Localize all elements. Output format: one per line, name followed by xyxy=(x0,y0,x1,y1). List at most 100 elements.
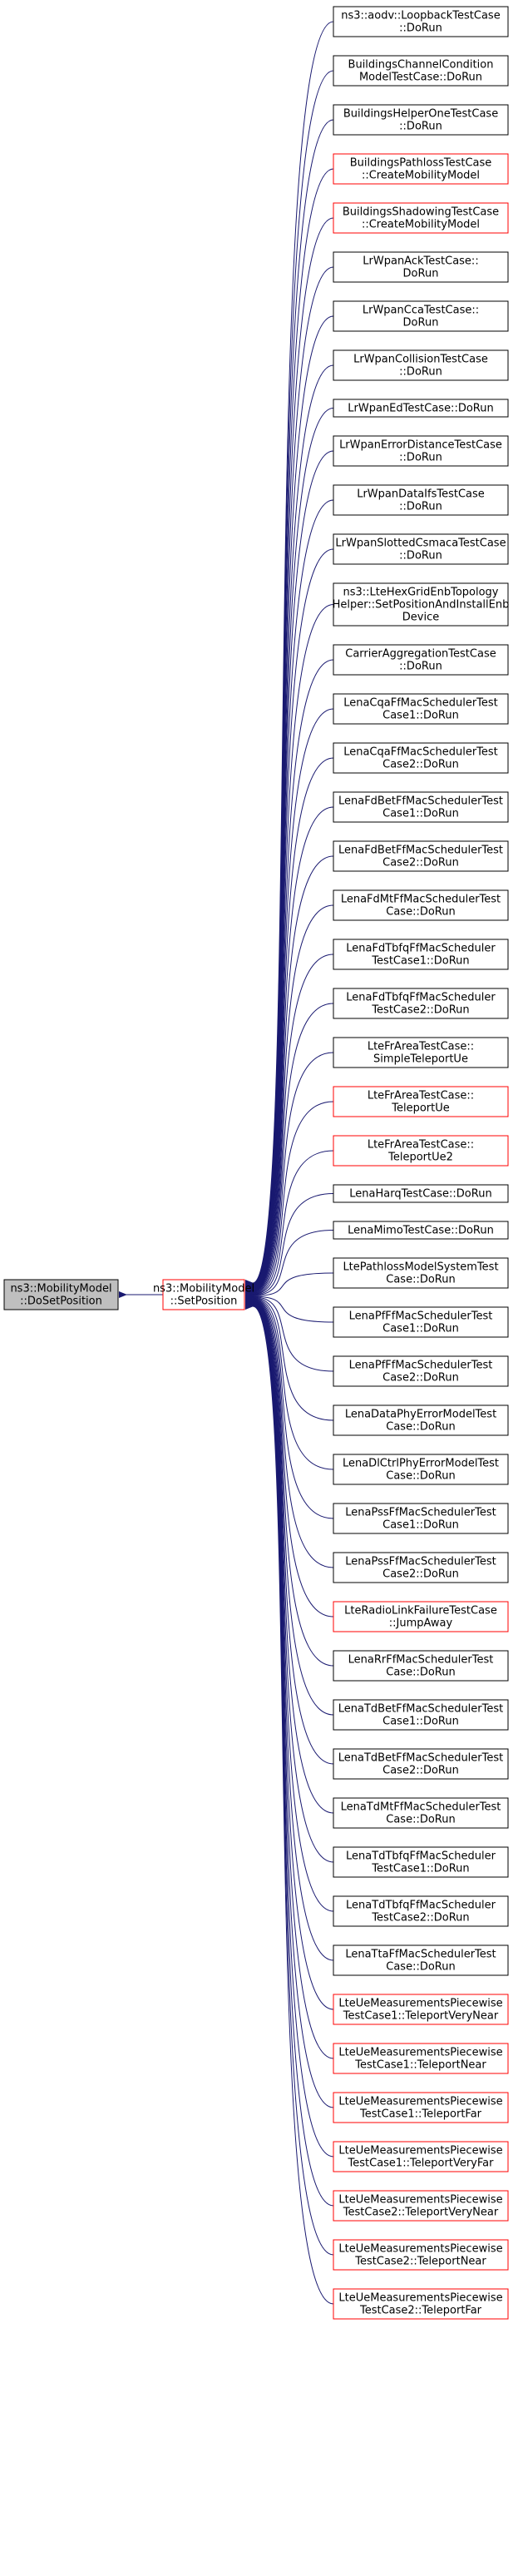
caller-node-lteuemeasurementspiecewise-testcase2-teleportverynear[interactable]: LteUeMeasurementsPiecewiseTestCase2::Tel… xyxy=(333,2190,509,2222)
caller-node-lenapfffmacschedulertest-case2-dorun-box xyxy=(333,1355,509,1387)
caller-node-lteuemeasurementspiecewise-testcase2-teleportfar[interactable]: LteUeMeasurementsPiecewiseTestCase2::Tel… xyxy=(333,2288,509,2320)
caller-node-ltepathlossmodelsystemtest-case-dorun-label: LtePathlossModelSystemTest xyxy=(343,1261,498,1274)
caller-node-lenacqaffmacschedulertest-case2-dorun-label: LenaCqaFfMacSchedulerTest xyxy=(343,746,498,759)
caller-node-buildingsshadowingtestcase-createmobilitymodel[interactable]: BuildingsShadowingTestCase::CreateMobili… xyxy=(333,202,509,234)
call-edge xyxy=(244,217,334,1289)
do-set-position-node[interactable]: ns3::MobilityModel::DoSetPosition xyxy=(3,1279,119,1310)
caller-node-lrwpanacktestcase-dorun[interactable]: LrWpanAckTestCase::DoRun xyxy=(333,251,509,283)
caller-node-lenadataphyerrormodeltest-case-dorun-label: LenaDataPhyErrorModelTest xyxy=(345,1409,496,1421)
caller-node-lenattaffmacschedulertest-case-dorun-label: LenaTtaFfMacSchedulerTest xyxy=(345,1949,496,1961)
caller-node-lrwpanccatestcase-dorun[interactable]: LrWpanCcaTestCase::DoRun xyxy=(333,300,509,332)
caller-node-lteuemeasurementspiecewise-testcase2-teleportnear[interactable]: LteUeMeasurementsPiecewiseTestCase2::Tel… xyxy=(333,2239,509,2271)
caller-node-lteuemeasurementspiecewise-testcase1-teleportverynear-label: TestCase1::TeleportVeryNear xyxy=(343,2010,499,2023)
set-position-node[interactable]: ns3::MobilityModel::SetPosition xyxy=(153,1279,254,1310)
caller-node-lrwpanslottedcsmacatestcase-dorun-label: LrWpanSlottedCsmacaTestCase xyxy=(335,537,506,550)
caller-node-lrwpanerrordistancetestcase-dorun[interactable]: LrWpanErrorDistanceTestCase::DoRun xyxy=(333,435,509,467)
caller-node-lrwpandataifstestcase-dorun-label: LrWpanDataIfsTestCase xyxy=(357,488,485,501)
caller-node-lrwpancollisiontestcase-dorun-box xyxy=(333,349,509,381)
caller-node-buildingschannelcondition-modeltestcase-dorun[interactable]: BuildingsChannelConditionModelTestCase::… xyxy=(333,55,509,87)
caller-node-lteuemeasurementspiecewise-testcase2-teleportverynear-label: TestCase2::TeleportVeryNear xyxy=(343,2207,499,2219)
call-edge xyxy=(244,548,334,1292)
caller-node-lenafdbetffmacschedulertest-case2-dorun-box xyxy=(333,840,509,872)
caller-node-buildingspathlosstestcase-createmobilitymodel[interactable]: BuildingsPathlossTestCase::CreateMobilit… xyxy=(333,153,509,185)
caller-node-lteradiolinkfailuretestcase-jumpaway-label: ::JumpAway xyxy=(389,1617,453,1630)
caller-node-buildingschannelcondition-modeltestcase-dorun-label: ModelTestCase::DoRun xyxy=(359,72,482,84)
call-edge xyxy=(244,1101,334,1298)
caller-node-lrwpanslottedcsmacatestcase-dorun[interactable]: LrWpanSlottedCsmacaTestCase::DoRun xyxy=(333,533,509,565)
caller-node-buildingsshadowingtestcase-createmobilitymodel-box xyxy=(333,202,509,234)
call-edge xyxy=(244,1295,334,1568)
caller-node-ltefrareatestcase-teleportue2[interactable]: LteFrAreaTestCase::TeleportUe2 xyxy=(333,1135,509,1167)
caller-node-ns3-ltehexgridenbtopology-helper-setpositionandinstallenb-device[interactable]: ns3::LteHexGridEnbTopologyHelper::SetPos… xyxy=(333,582,510,627)
caller-node-lteuemeasurementspiecewise-testcase1-teleportnear[interactable]: LteUeMeasurementsPiecewiseTestCase1::Tel… xyxy=(333,2043,509,2074)
caller-node-lteuemeasurementspiecewise-testcase1-teleportfar[interactable]: LteUeMeasurementsPiecewiseTestCase1::Tel… xyxy=(333,2092,509,2123)
call-edge xyxy=(244,708,334,1294)
caller-node-lenatdmtffmacschedulertest-case-dorun-label: LenaTdMtFfMacSchedulerTest xyxy=(341,1801,501,1814)
caller-node-lenafdtbfqffmacscheduler-testcase2-dorun-label: LenaFdTbfqFfMacScheduler xyxy=(346,992,496,1004)
caller-node-ns3-ltehexgridenbtopology-helper-setpositionandinstallenb-device-label: Device xyxy=(402,612,439,624)
caller-node-lrwpanccatestcase-dorun-box xyxy=(333,300,509,332)
call-edge xyxy=(244,1298,334,1863)
caller-node-lrwpanslottedcsmacatestcase-dorun-box xyxy=(333,533,509,565)
caller-node-lenamimotestcase-dorun-label: LenaMimoTestCase::DoRun xyxy=(348,1225,494,1237)
caller-node-lenatdbetffmacschedulertest-case2-dorun-box xyxy=(333,1748,509,1780)
caller-node-lteuemeasurementspiecewise-testcase2-teleportnear-box xyxy=(333,2239,509,2271)
caller-node-lenapfffmacschedulertest-case1-dorun-box xyxy=(333,1306,509,1338)
call-edge xyxy=(244,1295,334,1617)
call-edge xyxy=(244,1299,334,1961)
caller-node-lenafdtbfqffmacscheduler-testcase1-dorun-label: LenaFdTbfqFfMacScheduler xyxy=(346,943,496,955)
caller-node-lenadataphyerrormodeltest-case-dorun-box xyxy=(333,1404,509,1436)
caller-node-lteuemeasurementspiecewise-testcase1-teleportnear-label: TestCase1::TeleportNear xyxy=(354,2059,486,2072)
caller-node-buildingshelperonetestcase-dorun-label: BuildingsHelperOneTestCase xyxy=(343,108,498,121)
caller-node-lenafdtbfqffmacscheduler-testcase2-dorun-label: TestCase2::DoRun xyxy=(371,1004,469,1017)
call-edge xyxy=(244,904,334,1295)
caller-node-lteuemeasurementspiecewise-testcase1-teleportverynear[interactable]: LteUeMeasurementsPiecewiseTestCase1::Tel… xyxy=(333,1994,509,2025)
caller-node-ltefrareatestcase-teleportue[interactable]: LteFrAreaTestCase::TeleportUe xyxy=(333,1086,509,1117)
caller-node-lenaharqtestcase-dorun[interactable]: LenaHarqTestCase::DoRun xyxy=(333,1184,509,1203)
caller-node-lteuemeasurementspiecewise-testcase1-teleportveryfar[interactable]: LteUeMeasurementsPiecewiseTestCase1::Tel… xyxy=(333,2141,509,2172)
caller-node-lteradiolinkfailuretestcase-jumpaway[interactable]: LteRadioLinkFailureTestCase::JumpAway xyxy=(333,1601,509,1632)
caller-node-buildingsshadowingtestcase-createmobilitymodel-label: BuildingsShadowingTestCase xyxy=(343,206,499,219)
caller-node-lenatdmtffmacschedulertest-case-dorun-label: Case::DoRun xyxy=(386,1814,455,1826)
caller-node-lenafdbetffmacschedulertest-case2-dorun-label: Case2::DoRun xyxy=(382,857,459,869)
caller-node-lenamimotestcase-dorun[interactable]: LenaMimoTestCase::DoRun xyxy=(333,1221,509,1240)
caller-node-ltepathlossmodelsystemtest-case-dorun-label: Case::DoRun xyxy=(386,1274,455,1286)
caller-node-lrwpandataifstestcase-dorun[interactable]: LrWpanDataIfsTestCase::DoRun xyxy=(333,484,509,516)
call-edge xyxy=(244,954,334,1296)
caller-node-lrwpanedtestcase-dorun[interactable]: LrWpanEdTestCase::DoRun xyxy=(333,399,509,418)
caller-node-ns3-aodv-loopbacktestcase-dorun[interactable]: ns3::aodv::LoopbackTestCase::DoRun xyxy=(333,6,509,37)
caller-node-lenadataphyerrormodeltest-case-dorun-label: Case::DoRun xyxy=(386,1421,455,1434)
caller-node-lrwpancollisiontestcase-dorun[interactable]: LrWpanCollisionTestCase::DoRun xyxy=(333,349,509,381)
caller-node-ltefrareatestcase-simpleteleportue-box xyxy=(333,1037,509,1068)
call-edge xyxy=(244,1193,334,1299)
call-edge xyxy=(244,659,334,1293)
call-edge xyxy=(244,1052,334,1297)
caller-node-lenacqaffmacschedulertest-case1-dorun-label: Case1::DoRun xyxy=(382,710,459,722)
caller-node-ltefrareatestcase-simpleteleportue[interactable]: LteFrAreaTestCase::SimpleTeleportUe xyxy=(333,1037,509,1068)
caller-node-lenatdtbfqffmacscheduler-testcase1-dorun-label: TestCase1::DoRun xyxy=(371,1863,469,1875)
caller-node-carrieraggregationtestcase-dorun[interactable]: CarrierAggregationTestCase::DoRun xyxy=(333,644,509,676)
caller-node-buildingshelperonetestcase-dorun[interactable]: BuildingsHelperOneTestCase::DoRun xyxy=(333,104,509,136)
caller-node-lenafdbetffmacschedulertest-case1-dorun-label: LenaFdBetFfMacSchedulerTest xyxy=(338,795,503,808)
